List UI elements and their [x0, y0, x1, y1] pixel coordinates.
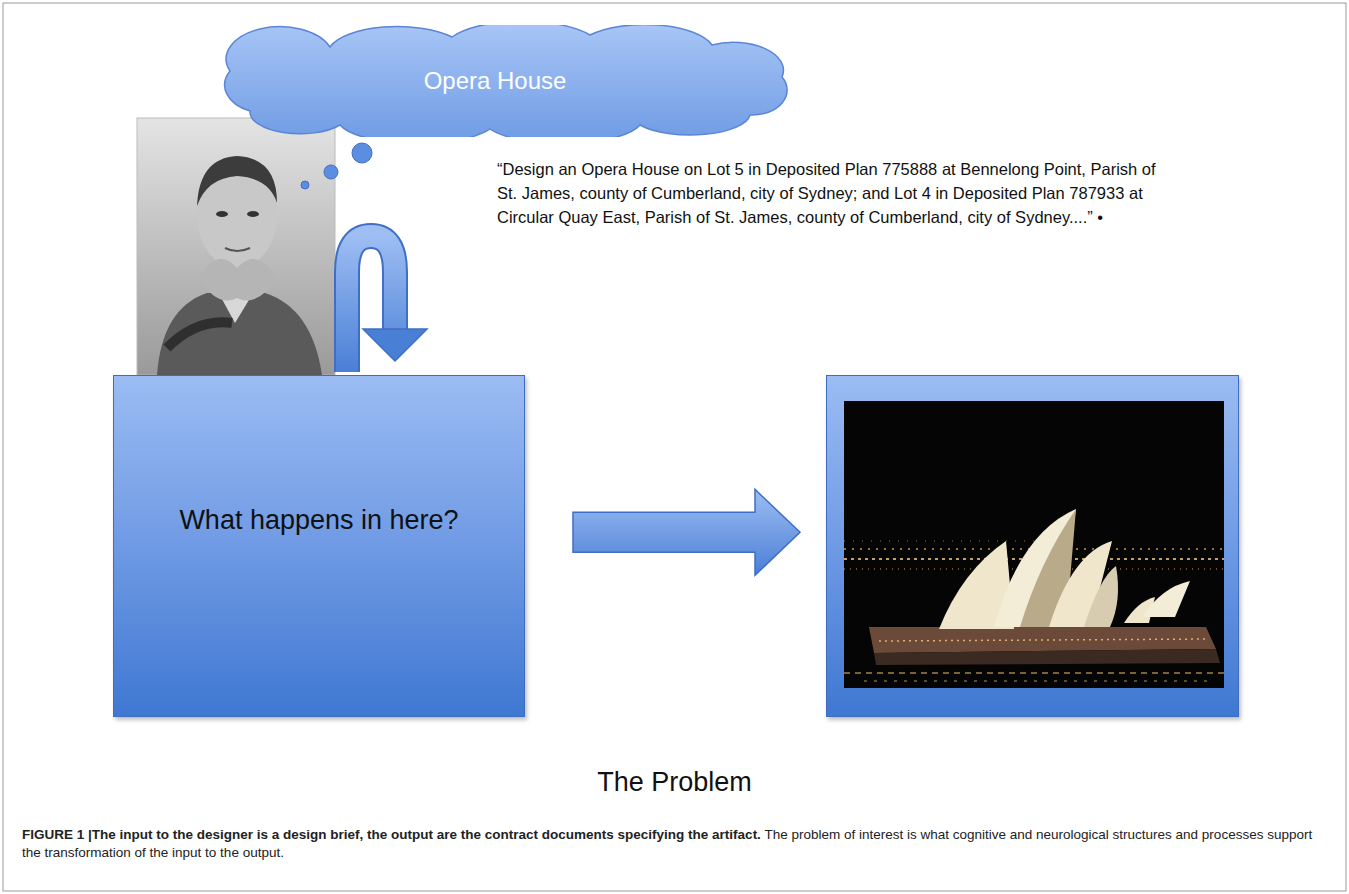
figure-frame: [3, 3, 1346, 891]
caption-lead: FIGURE 1 |The input to the designer is a…: [22, 827, 761, 842]
cloud-node: Opera House: [190, 25, 800, 137]
block-arrow: [573, 489, 800, 575]
node-text: What happens in here?: [167, 505, 470, 536]
designer-photo: [137, 118, 335, 375]
thought-bubbles: [301, 143, 372, 189]
curved-arrow: [347, 236, 427, 372]
problem-heading: The Problem: [0, 765, 1349, 799]
design-brief-quote: “Design an Opera House on Lot 5 in Depos…: [497, 157, 1172, 229]
node-text: Opera House: [412, 67, 579, 95]
figure-caption: FIGURE 1 |The input to the designer is a…: [22, 826, 1327, 862]
result-box: [826, 375, 1239, 717]
process-box: What happens in here?: [113, 375, 525, 717]
cloud-outline: [225, 25, 787, 137]
opera-house-photo: [844, 401, 1224, 688]
